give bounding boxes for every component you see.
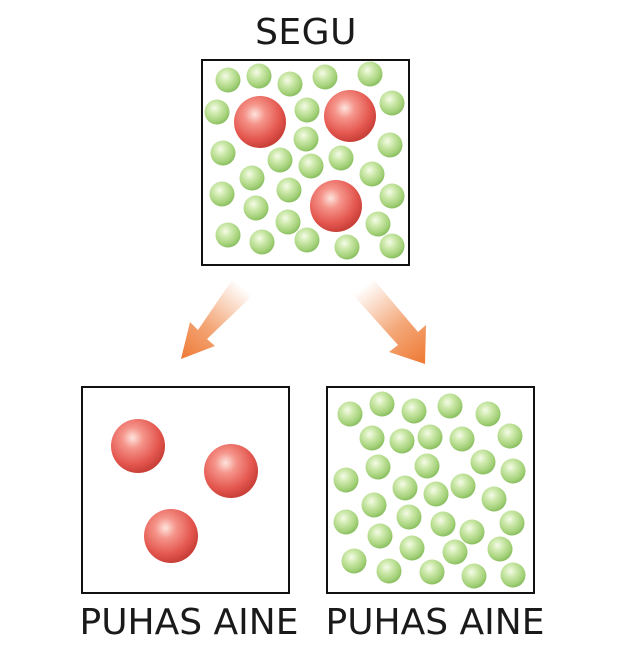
pure-green-particles — [333, 391, 526, 589]
green-particle — [442, 539, 468, 565]
mixture-green-particles — [204, 61, 405, 260]
pure-substance-label-right: PUHAS AINE — [325, 602, 545, 643]
green-particle — [419, 559, 445, 585]
green-particle — [459, 519, 485, 545]
red-particle — [111, 419, 165, 473]
green-particle — [481, 486, 507, 512]
green-particle — [341, 548, 367, 574]
green-particle — [359, 425, 385, 451]
green-particle — [423, 481, 449, 507]
green-particle — [312, 64, 338, 90]
green-particle — [500, 562, 526, 588]
mixture-red-particles — [234, 90, 376, 232]
red-particle — [310, 180, 362, 232]
green-particle — [276, 177, 302, 203]
green-particle — [497, 423, 523, 449]
green-particle — [437, 393, 463, 419]
arrow-left — [181, 280, 252, 359]
green-particle — [298, 153, 324, 179]
green-particle — [333, 509, 359, 535]
green-particle — [461, 563, 487, 589]
green-particle — [379, 183, 405, 209]
red-particle — [204, 444, 258, 498]
green-particle — [275, 209, 301, 235]
green-particle — [365, 454, 391, 480]
green-particle — [389, 428, 415, 454]
green-particle — [334, 234, 360, 260]
red-particle — [234, 96, 286, 148]
green-particle — [379, 90, 405, 116]
green-particle — [215, 67, 241, 93]
pure-substance-box-left — [81, 386, 290, 594]
green-particle — [392, 475, 418, 501]
green-particle — [449, 426, 475, 452]
green-particle — [367, 523, 393, 549]
green-particle — [379, 233, 405, 259]
green-particle — [215, 222, 241, 248]
green-particle — [209, 181, 235, 207]
green-particle — [277, 71, 303, 97]
green-particle — [361, 492, 387, 518]
green-particle — [328, 145, 354, 171]
green-particle — [399, 535, 425, 561]
arrow-right — [354, 280, 426, 364]
green-particle — [417, 424, 443, 450]
green-particle — [401, 398, 427, 424]
green-particle — [204, 99, 230, 125]
mixture-label: SEGU — [255, 12, 357, 53]
green-particle — [470, 449, 496, 475]
pure-red-particles — [111, 419, 258, 563]
green-particle — [487, 536, 513, 562]
green-particle — [499, 510, 525, 536]
green-particle — [293, 126, 319, 152]
green-particle — [337, 401, 363, 427]
green-particle — [357, 61, 383, 87]
green-particle — [396, 504, 422, 530]
green-particle — [450, 473, 476, 499]
green-particle — [430, 511, 456, 537]
green-particle — [500, 458, 526, 484]
green-particle — [239, 165, 265, 191]
green-particle — [267, 147, 293, 173]
pure-substance-label-left: PUHAS AINE — [79, 602, 299, 643]
red-particle — [144, 509, 198, 563]
green-particle — [369, 391, 395, 417]
green-particle — [294, 227, 320, 253]
green-particle — [243, 195, 269, 221]
green-particle — [333, 467, 359, 493]
green-particle — [246, 63, 272, 89]
green-particle — [365, 211, 391, 237]
green-particle — [376, 558, 402, 584]
green-particle — [249, 229, 275, 255]
green-particle — [377, 132, 403, 158]
green-particle — [475, 401, 501, 427]
green-particle — [414, 453, 440, 479]
green-particle — [359, 161, 385, 187]
red-particle — [324, 90, 376, 142]
green-particle — [210, 140, 236, 166]
green-particle — [294, 97, 320, 123]
